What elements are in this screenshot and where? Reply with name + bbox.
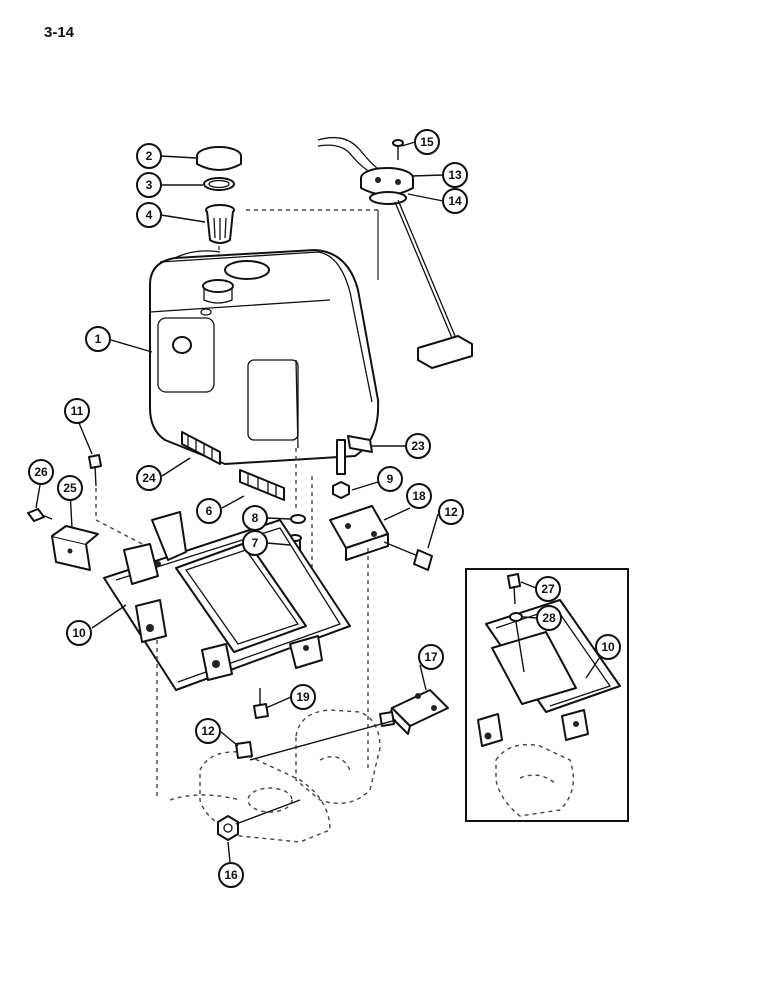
sender-screw <box>392 139 404 160</box>
callout-18: 18 <box>406 483 432 509</box>
svg-text:18: 18 <box>412 489 426 503</box>
callout-7: 7 <box>242 530 268 556</box>
washer-28 <box>509 612 523 622</box>
bolt-12-lower <box>235 741 253 759</box>
svg-text:28: 28 <box>542 611 556 625</box>
callout-4: 4 <box>136 202 162 228</box>
cap-seal <box>203 177 235 191</box>
svg-text:6: 6 <box>206 504 213 518</box>
svg-text:13: 13 <box>448 168 462 182</box>
callout-12-lower: 12 <box>195 718 221 744</box>
callout-28: 28 <box>536 605 562 631</box>
callout-2: 2 <box>136 143 162 169</box>
svg-text:4: 4 <box>146 208 153 222</box>
filler-strainer <box>205 204 235 244</box>
tank-support-frame <box>103 511 351 691</box>
callout-10: 10 <box>66 620 92 646</box>
callout-3: 3 <box>136 172 162 198</box>
callout-27: 27 <box>535 576 561 602</box>
nut-16-line <box>235 799 301 825</box>
svg-text:8: 8 <box>252 511 259 525</box>
svg-text:2: 2 <box>146 149 153 163</box>
callout-9: 9 <box>377 466 403 492</box>
callout-16: 16 <box>218 862 244 888</box>
svg-text:19: 19 <box>296 690 310 704</box>
svg-text:7: 7 <box>252 536 259 550</box>
svg-text:10: 10 <box>72 626 86 640</box>
fuel-tank <box>149 249 380 465</box>
fuel-cap <box>196 146 242 171</box>
rubber-pad-23 <box>347 435 373 453</box>
fuel-gauge-sender <box>317 136 473 369</box>
callout-8: 8 <box>242 505 268 531</box>
bracket-18 <box>329 505 389 561</box>
bolt-19 <box>253 688 269 719</box>
callout-15: 15 <box>414 129 440 155</box>
svg-text:12: 12 <box>201 724 215 738</box>
bolt-12-lower-shaft <box>249 719 397 761</box>
callout-12: 12 <box>438 499 464 525</box>
svg-text:10: 10 <box>601 640 615 654</box>
callout-6: 6 <box>196 498 222 524</box>
bracket-17 <box>379 689 449 735</box>
callout-26: 26 <box>28 459 54 485</box>
page-number: 3-14 <box>44 24 75 41</box>
callout-1: 1 <box>85 326 111 352</box>
svg-text:24: 24 <box>142 471 156 485</box>
svg-text:11: 11 <box>71 404 84 418</box>
svg-text:15: 15 <box>420 135 434 149</box>
mounting-stud <box>336 439 346 475</box>
callout-13: 13 <box>442 162 468 188</box>
rubber-pad-6 <box>239 469 285 501</box>
bolt-11 <box>88 454 102 487</box>
bolt-11-line <box>95 488 151 549</box>
inset-bolt-line <box>515 621 525 673</box>
svg-text:17: 17 <box>424 650 438 664</box>
svg-text:27: 27 <box>541 582 555 596</box>
bolt-26 <box>27 508 53 522</box>
svg-text:25: 25 <box>63 481 77 495</box>
svg-text:9: 9 <box>387 472 394 486</box>
washer <box>290 514 306 524</box>
engine-outline <box>169 709 381 843</box>
svg-text:23: 23 <box>411 439 425 453</box>
callout-11: 11 <box>64 398 90 424</box>
svg-text:16: 16 <box>224 868 238 882</box>
callout-14: 14 <box>442 188 468 214</box>
stud-nut <box>332 481 350 499</box>
svg-text:26: 26 <box>34 465 48 479</box>
svg-text:12: 12 <box>444 505 458 519</box>
callout-19: 19 <box>290 684 316 710</box>
bolt-27 <box>507 573 521 605</box>
leader-lines <box>35 141 601 863</box>
bracket-25 <box>51 525 99 571</box>
callout-17: 17 <box>418 644 444 670</box>
callout-10-inset: 10 <box>595 634 621 660</box>
bolt-12-upper <box>383 541 433 571</box>
callout-25: 25 <box>57 475 83 501</box>
rubber-pad-24 <box>181 431 221 465</box>
svg-text:3: 3 <box>146 178 153 192</box>
nut-16 <box>217 815 239 841</box>
svg-text:14: 14 <box>448 194 462 208</box>
callout-23: 23 <box>405 433 431 459</box>
svg-text:1: 1 <box>95 332 102 346</box>
callout-24: 24 <box>136 465 162 491</box>
